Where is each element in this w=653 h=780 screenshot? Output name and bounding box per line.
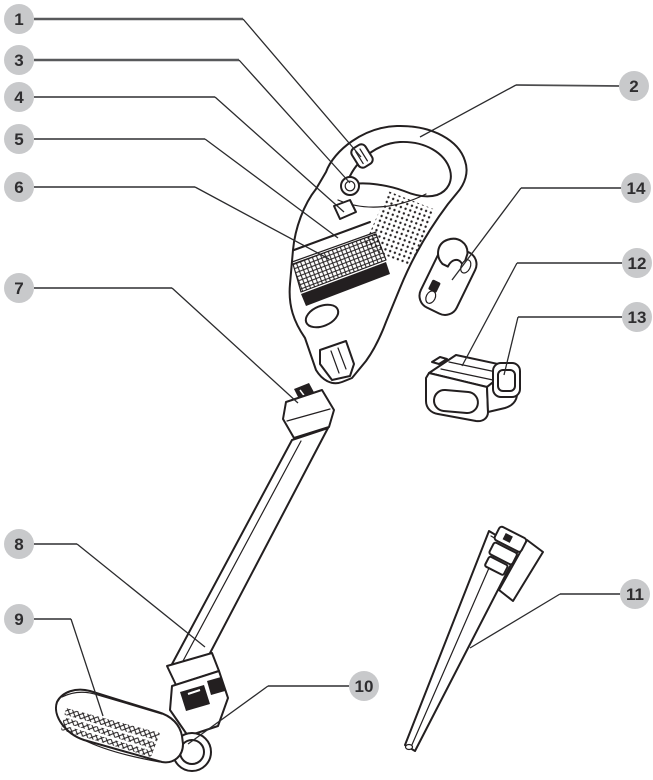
leader-line-tip-14	[451, 187, 522, 281]
part-badge-14: 14	[621, 173, 651, 203]
leader-line-tip-11	[469, 593, 561, 649]
part-badge-5: 5	[4, 124, 34, 154]
part-badge-12: 12	[622, 248, 652, 278]
part-badge-2: 2	[619, 71, 649, 101]
part-badge-11: 11	[620, 579, 650, 609]
floor-head-art	[54, 670, 229, 772]
leader-line-tip-2	[419, 84, 517, 138]
leader-line-tip-9	[70, 618, 104, 717]
wall-mount-art	[418, 237, 478, 316]
leader-line-tip-3	[238, 59, 351, 184]
part-badge-4: 4	[4, 82, 34, 112]
part-badge-10: 10	[349, 671, 379, 701]
leader-line-tip-5	[204, 138, 339, 239]
leader-line-tip-4	[214, 96, 345, 213]
mode-slider-art	[350, 143, 374, 169]
leader-line-tip-1	[242, 18, 362, 158]
leader-line-tip-7	[171, 287, 299, 404]
part-badge-13: 13	[622, 302, 652, 332]
handheld-unit-art	[288, 124, 468, 385]
leader-line-2	[515, 84, 620, 87]
part-badge-7: 7	[4, 273, 34, 303]
leader-line-tip-10	[187, 685, 269, 745]
leader-lines	[34, 17, 622, 745]
crevice-tool-art	[404, 525, 544, 752]
part-badge-6: 6	[4, 172, 34, 202]
leader-line-tip-13	[503, 316, 519, 376]
part-badge-8: 8	[4, 529, 34, 559]
part-badge-3: 3	[4, 45, 34, 75]
part-badge-9: 9	[4, 604, 34, 634]
leader-line-tip-8	[76, 543, 206, 648]
leader-line-tip-6	[194, 186, 330, 260]
part-badge-1: 1	[4, 4, 34, 34]
leader-line-tip-12	[461, 262, 518, 367]
